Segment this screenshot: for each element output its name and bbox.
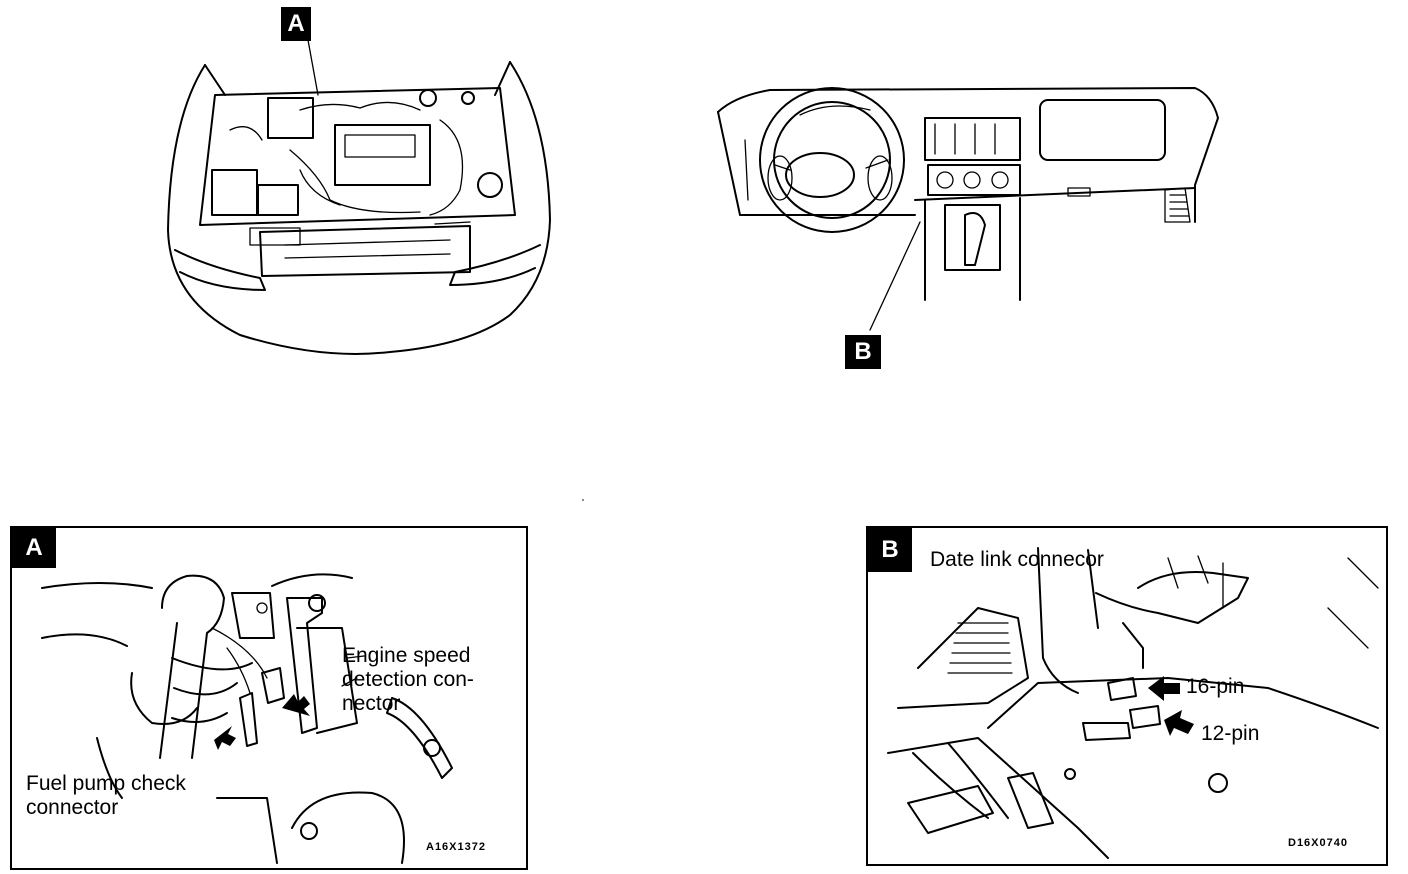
callout-badge-b: B [845,335,881,369]
fuel-pump-connector-label: Fuel pump check connector [26,772,186,819]
pin16-label: 16-pin [1186,675,1245,698]
figure-code-a: A16X1372 [426,841,486,853]
data-link-connector-illustration [887,547,1379,859]
callout-badge-a: A [281,7,311,41]
detail-panel-a: A Engine speed detection con- nector Fue… [10,526,528,870]
detail-panel-b: B Date link connecor 16-pin 12-pin D16X0… [866,526,1388,866]
panel-badge-b: B [868,528,912,572]
figure-code-b: D16X0740 [1288,837,1348,849]
panel-badge-a: A [12,528,56,568]
data-link-connector-title: Date link connecor [930,548,1104,571]
engine-speed-connector-label: Engine speed detection con- nector [342,644,474,715]
engine-connector-illustration [41,573,453,864]
pin12-label: 12-pin [1201,722,1260,745]
